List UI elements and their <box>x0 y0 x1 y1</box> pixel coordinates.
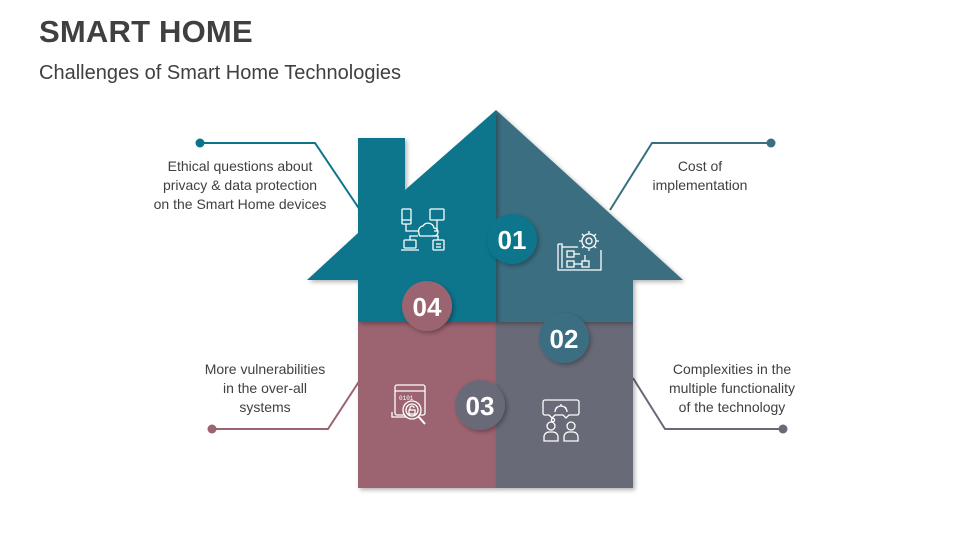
label-03-line: multiple functionality <box>668 380 796 396</box>
page-subtitle: Challenges of Smart Home Technologies <box>39 62 402 84</box>
page-title: SMART HOME <box>39 14 253 49</box>
label-04-line: in the over-all <box>222 380 308 396</box>
connector-03 <box>632 377 788 434</box>
badge-04: 04 <box>402 281 452 331</box>
label-03-line: of the technology <box>678 399 786 415</box>
label-02-line: Cost of <box>677 158 723 174</box>
svg-text:0101: 0101 <box>399 395 414 402</box>
label-01-line: privacy & data protection <box>162 177 318 193</box>
svg-text:02: 02 <box>550 324 579 354</box>
connector-02 <box>609 138 776 211</box>
label-01-line: on the Smart Home devices <box>153 196 327 212</box>
label-02: Cost of implementation <box>620 157 780 195</box>
connector-04 <box>207 379 361 434</box>
people-discussion-gear-icon <box>542 399 580 442</box>
svg-text:03: 03 <box>466 391 495 421</box>
blueprint-gear-icon <box>557 231 602 271</box>
label-04: More vulnerabilities in the over-all sys… <box>195 360 335 417</box>
svg-text:01: 01 <box>498 225 527 255</box>
quadrant-02 <box>496 110 683 322</box>
network-cloud-devices-icon <box>401 208 445 251</box>
security-scan-unlock-icon: 0101 <box>391 384 426 425</box>
label-02-line: implementation <box>652 177 748 193</box>
label-03: Complexities in the multiple functionali… <box>652 360 812 417</box>
svg-text:04: 04 <box>413 292 442 322</box>
label-04-line: More vulnerabilities <box>204 361 326 377</box>
connector-01 <box>195 138 361 211</box>
label-04-line: systems <box>239 399 291 415</box>
badge-02: 02 <box>539 313 589 363</box>
badge-03: 03 <box>455 380 505 430</box>
badge-01: 01 <box>487 214 537 264</box>
label-01-line: Ethical questions about <box>167 158 313 174</box>
label-03-line: Complexities in the <box>672 361 792 377</box>
label-01: Ethical questions about privacy & data p… <box>140 157 340 214</box>
